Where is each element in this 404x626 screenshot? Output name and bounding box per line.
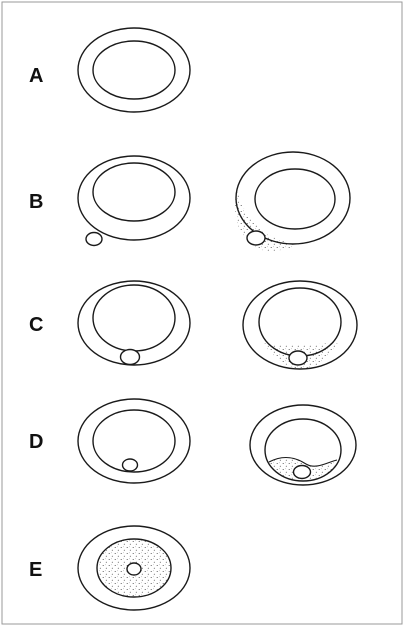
- row-label-c: C: [29, 314, 43, 336]
- diagram-c-left: [77, 280, 191, 366]
- diagram-e: [77, 525, 191, 611]
- row-label-a: A: [29, 65, 43, 87]
- diagram-b-left: [77, 155, 191, 247]
- row-label-b: B: [29, 191, 43, 213]
- diagram-d-left: [77, 398, 191, 484]
- row-label-e: E: [29, 559, 42, 581]
- diagram-b-right: [234, 151, 351, 251]
- diagram-c-right: [242, 280, 358, 370]
- diagram-a: [77, 27, 191, 113]
- diagram-d-right: [249, 404, 357, 486]
- row-label-d: D: [29, 431, 43, 453]
